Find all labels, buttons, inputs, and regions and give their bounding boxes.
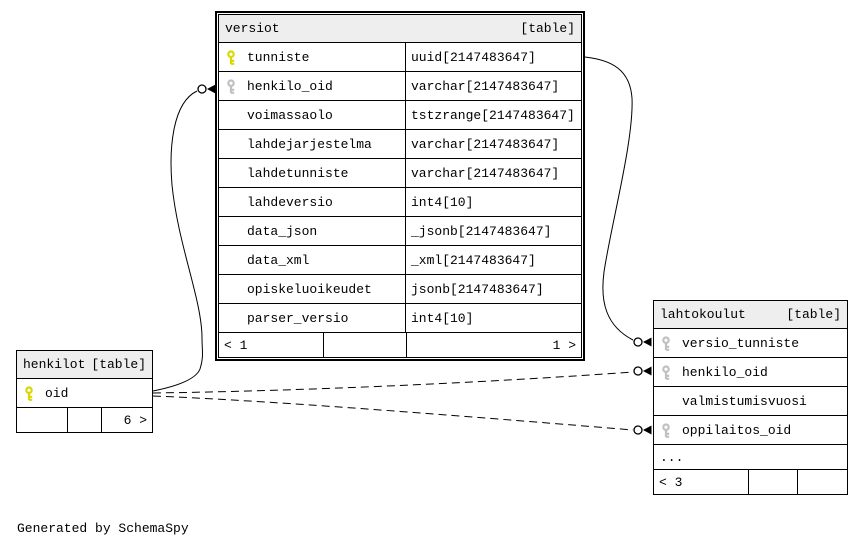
table-lahtokoulut[interactable]: lahtokoulut [table] versio_tunniste henk… — [653, 300, 848, 495]
edge-henkilot-oid-to-lahtokoulut-henkilo-oid-implied — [152, 366, 652, 394]
column-row-lahdetunniste[interactable]: lahdetunniste varchar[2147483647] — [219, 159, 581, 188]
cardinality-circle — [633, 425, 643, 435]
cardinality-circle — [197, 84, 207, 94]
table-badge: [table] — [520, 21, 575, 36]
column-type: varchar[2147483647] — [405, 159, 581, 187]
column-name: tunniste — [247, 49, 310, 65]
column-name: lahdetunniste — [247, 165, 349, 181]
column-row-data-json[interactable]: data_json _jsonb[2147483647] — [219, 217, 581, 246]
column-row-voimassaolo[interactable]: voimassaolo tstzrange[2147483647] — [219, 101, 581, 130]
arrowhead — [643, 366, 652, 376]
column-name: parser_versio — [247, 310, 349, 326]
child-count — [797, 470, 847, 494]
table-title: versiot — [225, 21, 280, 36]
arrowhead — [643, 425, 652, 435]
column-type: varchar[2147483647] — [405, 72, 581, 100]
column-name: voimassaolo — [247, 107, 333, 123]
parent-count: < 3 — [659, 474, 683, 490]
table-versiot-footer: < 1 1 > — [219, 333, 581, 357]
column-type: varchar[2147483647] — [405, 130, 581, 158]
table-henkilot[interactable]: henkilot [table] oid 6 > — [16, 350, 153, 433]
parent-count: < 1 — [224, 337, 248, 353]
table-title: henkilot — [23, 357, 86, 372]
column-type: _jsonb[2147483647] — [405, 217, 581, 245]
cardinality-circle — [633, 366, 643, 376]
edge-henkilot-oid-to-versiot-henkilo-oid — [152, 84, 216, 392]
table-henkilot-footer: 6 > — [17, 408, 152, 432]
column-name: valmistumisvuosi — [682, 393, 807, 409]
foreign-key-icon — [660, 335, 682, 351]
column-row-opiskeluoikeudet[interactable]: opiskeluoikeudet jsonb[2147483647] — [219, 275, 581, 304]
column-name: opiskeluoikeudet — [247, 281, 372, 297]
column-name: henkilo_oid — [682, 364, 768, 380]
table-henkilot-header[interactable]: henkilot [table] — [17, 351, 152, 379]
footer-spacer — [748, 470, 797, 494]
primary-key-icon — [23, 385, 45, 401]
column-name: data_json — [247, 223, 318, 239]
column-row-henkilo-oid[interactable]: henkilo_oid — [654, 358, 847, 387]
column-row-oid[interactable]: oid — [17, 379, 152, 408]
child-count: 1 > — [406, 333, 581, 357]
column-name: lahdejarjestelma — [247, 136, 372, 152]
parent-count — [17, 408, 67, 432]
foreign-key-icon — [225, 78, 247, 94]
column-type: _xml[2147483647] — [405, 246, 581, 274]
column-name: lahdeversio — [247, 194, 333, 210]
column-type: int4[10] — [405, 188, 581, 216]
foreign-key-icon — [660, 364, 682, 380]
column-row-parser-versio[interactable]: parser_versio int4[10] — [219, 304, 581, 333]
column-row-lahdejarjestelma[interactable]: lahdejarjestelma varchar[2147483647] — [219, 130, 581, 159]
column-row-data-xml[interactable]: data_xml _xml[2147483647] — [219, 246, 581, 275]
more-columns-ellipsis: ... — [654, 445, 847, 470]
column-row-valmistumisvuosi[interactable]: valmistumisvuosi — [654, 387, 847, 416]
table-title: lahtokoulut — [660, 307, 746, 322]
edge-henkilot-oid-to-lahtokoulut-oppilaitos-oid-implied — [152, 395, 652, 435]
table-badge: [table] — [91, 357, 146, 372]
table-badge: [table] — [786, 307, 841, 322]
edge-versiot-tunniste-to-lahtokoulut-versio-tunniste — [584, 56, 652, 347]
column-name: henkilo_oid — [247, 78, 333, 94]
child-count: 6 > — [101, 408, 152, 432]
foreign-key-icon — [660, 422, 682, 438]
column-type: int4[10] — [405, 304, 581, 332]
table-versiot-header[interactable]: versiot [table] — [219, 15, 581, 43]
column-row-lahdeversio[interactable]: lahdeversio int4[10] — [219, 188, 581, 217]
column-name: oppilaitos_oid — [682, 422, 792, 438]
arrowhead — [643, 337, 652, 347]
cardinality-circle — [633, 337, 643, 347]
column-row-tunniste[interactable]: tunniste uuid[2147483647] — [219, 43, 581, 72]
footer-spacer — [67, 408, 101, 432]
column-row-oppilaitos-oid[interactable]: oppilaitos_oid — [654, 416, 847, 445]
primary-key-icon — [225, 49, 247, 65]
column-type: jsonb[2147483647] — [405, 275, 581, 303]
column-row-versio-tunniste[interactable]: versio_tunniste — [654, 329, 847, 358]
column-name: data_xml — [247, 252, 310, 268]
column-type: tstzrange[2147483647] — [405, 101, 581, 129]
table-versiot[interactable]: versiot [table] tunniste uuid[2147483647… — [215, 11, 585, 361]
table-lahtokoulut-footer: < 3 — [654, 470, 847, 494]
table-lahtokoulut-header[interactable]: lahtokoulut [table] — [654, 301, 847, 329]
footer-spacer — [323, 333, 406, 357]
column-type: uuid[2147483647] — [405, 43, 581, 71]
column-row-henkilo-oid[interactable]: henkilo_oid varchar[2147483647] — [219, 72, 581, 101]
generated-by-note: Generated by SchemaSpy — [17, 521, 189, 536]
column-name: versio_tunniste — [682, 335, 800, 351]
column-name: oid — [45, 385, 69, 401]
